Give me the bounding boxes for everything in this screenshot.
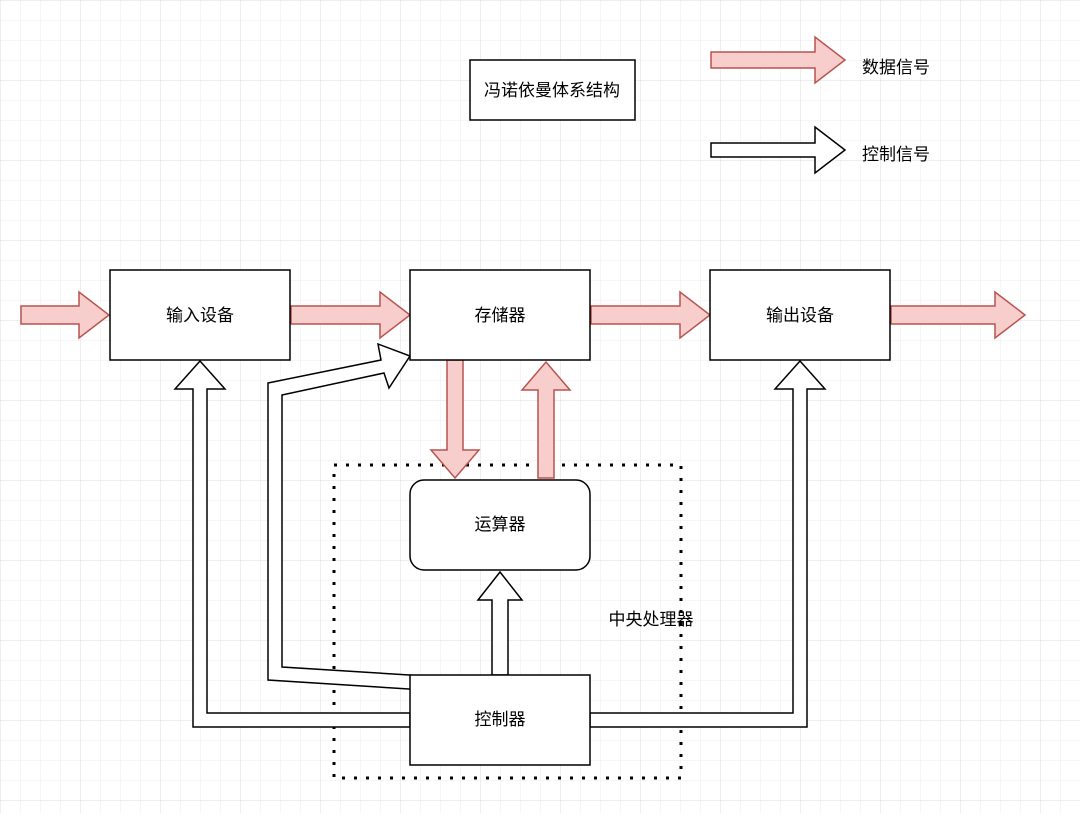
data-arrow-input-to-memory bbox=[290, 290, 412, 340]
data-arrow-memory-to-output bbox=[590, 290, 712, 340]
legend-control-label: 控制信号 bbox=[862, 145, 930, 165]
control-arrow-to-output bbox=[589, 359, 827, 728]
node-alu-label: 运算器 bbox=[475, 515, 526, 535]
legend-data-arrow bbox=[710, 35, 847, 85]
data-arrow-out-of-output bbox=[890, 290, 1027, 340]
node-input-device[interactable]: 输入设备 bbox=[109, 269, 291, 361]
legend-control-arrow bbox=[710, 125, 847, 175]
node-output-device-label: 输出设备 bbox=[766, 306, 834, 326]
node-alu[interactable]: 运算器 bbox=[409, 479, 591, 571]
cpu-group-label: 中央处理器 bbox=[609, 610, 694, 630]
node-controller[interactable]: 控制器 bbox=[409, 674, 591, 766]
node-controller-label: 控制器 bbox=[475, 710, 526, 730]
data-arrow-alu-to-memory bbox=[520, 360, 572, 479]
node-input-device-label: 输入设备 bbox=[166, 306, 234, 326]
data-arrow-into-input bbox=[20, 290, 111, 340]
control-arrow-to-input bbox=[173, 359, 411, 728]
node-memory-label: 存储器 bbox=[475, 306, 526, 326]
node-output-device[interactable]: 输出设备 bbox=[709, 269, 891, 361]
diagram-title-box: 冯诺依曼体系结构 bbox=[469, 59, 636, 121]
control-arrow-to-alu bbox=[476, 570, 524, 676]
legend-data-label: 数据信号 bbox=[862, 58, 930, 78]
control-arrow-to-memory bbox=[267, 342, 426, 691]
diagram-title: 冯诺依曼体系结构 bbox=[484, 81, 620, 101]
data-arrow-memory-to-alu bbox=[429, 359, 481, 480]
node-memory[interactable]: 存储器 bbox=[409, 269, 591, 361]
